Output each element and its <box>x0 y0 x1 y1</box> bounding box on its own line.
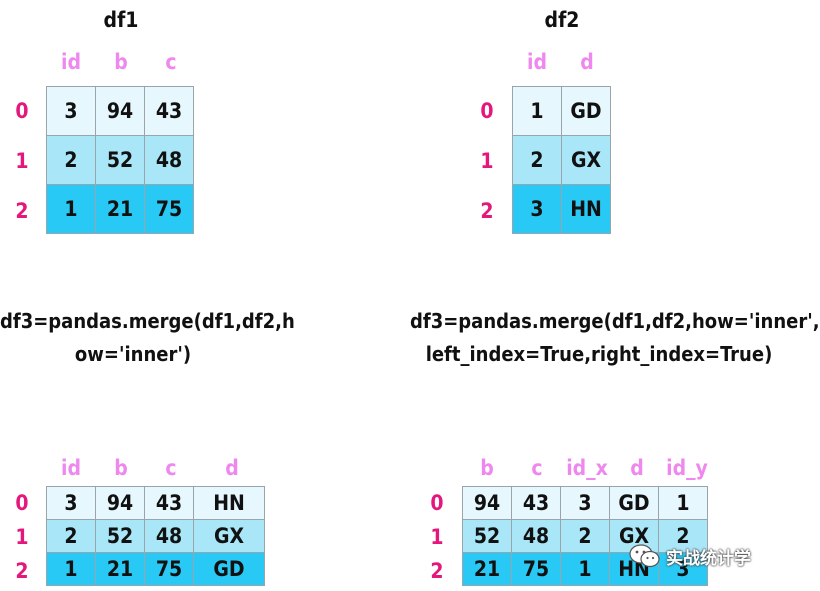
table-cell: GD <box>193 552 265 586</box>
result-right-col-id-x: id_x <box>566 456 608 480</box>
table-cell: 3 <box>512 184 562 234</box>
result-right-col-id-y: id_y <box>666 456 708 480</box>
df1-title: df1 <box>103 8 139 32</box>
table-cell: 2 <box>46 135 96 185</box>
wechat-icon <box>629 544 660 568</box>
table-cell: 21 <box>95 184 145 234</box>
table-cell: GX <box>193 519 265 553</box>
table-cell: 1 <box>560 552 610 586</box>
table-cell: 94 <box>95 486 145 520</box>
df1-index-0: 0 <box>15 99 29 123</box>
result-left-index-2: 2 <box>15 559 29 583</box>
table-cell: 2 <box>512 135 562 185</box>
result-right-index-1: 1 <box>430 525 444 549</box>
result-left-col-d: d <box>225 456 239 480</box>
table-cell: 75 <box>144 184 194 234</box>
table-cell: GD <box>609 486 659 520</box>
result-right-index-0: 0 <box>430 491 444 515</box>
table-row: 1 GD <box>512 86 611 136</box>
table-cell: 2 <box>560 519 610 553</box>
table-cell: HN <box>193 486 265 520</box>
result-right-table: 94 43 3 GD 1 52 48 2 GX 2 21 75 1 HN 3 <box>462 486 708 586</box>
table-cell: 43 <box>144 486 194 520</box>
table-cell: GX <box>561 135 611 185</box>
df1-col-b: b <box>114 50 128 74</box>
table-cell: 2 <box>658 519 708 553</box>
code-right-line-1: df3=pandas.merge(df1,df2,how='inner', <box>410 309 820 333</box>
result-right-col-b: b <box>480 456 494 480</box>
table-cell: 3 <box>560 486 610 520</box>
watermark-text: 实战统计学 <box>666 548 751 569</box>
table-row: 94 43 3 GD 1 <box>462 486 708 520</box>
df2-col-id: id <box>527 50 547 74</box>
table-cell: 21 <box>462 552 512 586</box>
df2-index-0: 0 <box>480 99 494 123</box>
code-left-line-1: df3=pandas.merge(df1,df2,h <box>0 309 295 333</box>
table-cell: 43 <box>511 486 561 520</box>
table-cell: 3 <box>46 486 96 520</box>
table-row: 2 GX <box>512 135 611 185</box>
table-cell: 1 <box>46 184 96 234</box>
df1-col-c: c <box>165 50 177 74</box>
result-right-col-d: d <box>630 456 644 480</box>
table-cell: 75 <box>144 552 194 586</box>
table-cell: 48 <box>511 519 561 553</box>
table-cell: 48 <box>144 519 194 553</box>
table-row: 2 52 48 <box>46 135 194 185</box>
result-right-index-2: 2 <box>430 559 444 583</box>
code-right: df3=pandas.merge(df1,df2,how='inner', le… <box>410 305 820 371</box>
table-row: 3 94 43 HN <box>46 486 265 520</box>
result-left-col-b: b <box>114 456 128 480</box>
table-row: 1 21 75 <box>46 184 194 234</box>
table-cell: 48 <box>144 135 194 185</box>
table-row: 2 52 48 GX <box>46 519 265 553</box>
result-left-table: 3 94 43 HN 2 52 48 GX 1 21 75 GD <box>46 486 265 586</box>
df2-index-1: 1 <box>480 149 494 173</box>
table-cell: 94 <box>95 86 145 136</box>
table-cell: 52 <box>95 519 145 553</box>
table-cell: 75 <box>511 552 561 586</box>
code-left-line-2: ow='inner') <box>74 342 192 366</box>
table-cell: 2 <box>46 519 96 553</box>
df1-index-1: 1 <box>15 149 29 173</box>
result-left-col-c: c <box>165 456 177 480</box>
df1-table: 3 94 43 2 52 48 1 21 75 <box>46 86 194 234</box>
result-left-index-1: 1 <box>15 525 29 549</box>
table-row: 1 21 75 GD <box>46 552 265 586</box>
table-cell: 1 <box>46 552 96 586</box>
table-cell: 3 <box>658 552 708 586</box>
code-left: df3=pandas.merge(df1,df2,h ow='inner') <box>0 305 295 371</box>
df2-table: 1 GD 2 GX 3 HN <box>512 86 611 234</box>
watermark: 实战统计学 <box>628 543 751 569</box>
table-row: 3 HN <box>512 184 611 234</box>
df1-col-id: id <box>61 50 81 74</box>
table-cell: 43 <box>144 86 194 136</box>
table-row: 21 75 1 HN 3 <box>462 552 708 586</box>
df1-index-2: 2 <box>15 199 29 223</box>
table-cell: HN <box>561 184 611 234</box>
result-right-col-c: c <box>531 456 543 480</box>
code-right-line-2: left_index=True,right_index=True) <box>425 342 773 366</box>
result-left-col-id: id <box>61 456 81 480</box>
table-cell: 1 <box>512 86 562 136</box>
table-cell: 52 <box>462 519 512 553</box>
table-cell: 52 <box>95 135 145 185</box>
df2-index-2: 2 <box>480 199 494 223</box>
table-cell: 1 <box>658 486 708 520</box>
df2-col-d: d <box>580 50 594 74</box>
table-cell: 21 <box>95 552 145 586</box>
table-row: 3 94 43 <box>46 86 194 136</box>
df2-title: df2 <box>544 8 580 32</box>
result-left-index-0: 0 <box>15 491 29 515</box>
table-cell: 94 <box>462 486 512 520</box>
table-cell: GD <box>561 86 611 136</box>
table-cell: 3 <box>46 86 96 136</box>
